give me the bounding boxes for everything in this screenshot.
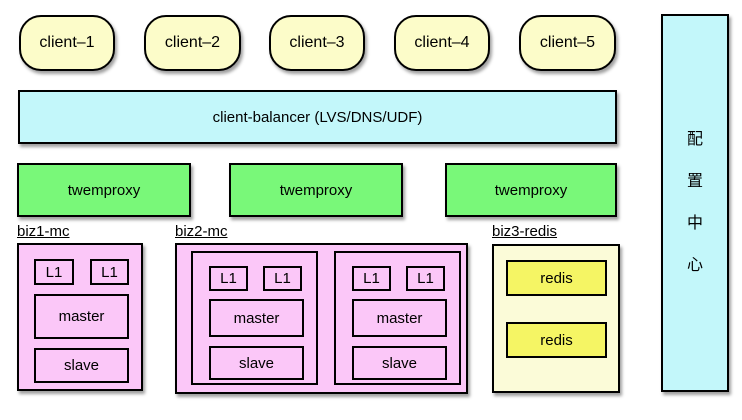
twemproxy-node-3: twemproxy [445,163,617,217]
client-balancer-node: client-balancer (LVS/DNS/UDF) [18,90,617,144]
slave-label: slave [381,354,418,372]
l1-label: L1 [45,263,63,281]
client-label: client–3 [289,34,345,51]
biz1-mc-group: L1 L1 master slave [17,243,143,391]
biz2-mc-group: L1 L1 master slave L1 L1 master sla [175,243,468,394]
l1-label: L1 [101,263,118,281]
master-label: master [233,309,280,327]
config-center-panel: 配 置 中 心 [661,14,729,392]
master-node: master [352,299,447,337]
redis-label: redis [540,269,573,287]
twemproxy-node-2: twemproxy [229,163,403,217]
client-node-1: client–1 [19,15,115,71]
config-center-char: 配 [686,131,703,148]
master-node: master [209,299,304,337]
config-center-char: 心 [686,257,703,274]
l1-label: L1 [274,270,291,287]
slave-node: slave [34,348,129,383]
l1-cache-node: L1 [263,266,302,291]
client-label: client–5 [539,34,596,51]
master-node: master [34,294,129,339]
l1-label: L1 [417,270,434,287]
master-label: master [376,309,423,327]
twemproxy-label: twemproxy [494,181,568,199]
twemproxy-label: twemproxy [279,181,353,199]
slave-node: slave [209,346,304,380]
client-label: client–4 [414,34,470,51]
l1-cache-node: L1 [90,259,129,285]
l1-cache-node: L1 [209,266,248,291]
twemproxy-node-1: twemproxy [17,163,191,217]
twemproxy-label: twemproxy [67,181,141,199]
client-balancer-label: client-balancer (LVS/DNS/UDF) [212,108,423,126]
slave-label: slave [63,357,100,374]
biz2-mc-label: biz2-mc [175,223,228,240]
biz3-redis-group: redis redis [492,244,620,393]
l1-cache-node: L1 [34,259,74,285]
redis-node-2: redis [506,322,607,358]
master-label: master [58,308,105,325]
config-center-char: 置 [686,173,703,190]
redis-label: redis [540,331,573,349]
slave-label: slave [238,354,275,372]
mc-shard-2: L1 L1 master slave [334,251,461,385]
client-node-3: client–3 [269,15,365,71]
l1-label: L1 [220,270,237,287]
l1-label: L1 [363,270,380,287]
mc-shard-1: L1 L1 master slave [191,251,318,385]
redis-node-1: redis [506,260,607,296]
client-label: client–2 [164,34,221,51]
biz3-redis-label: biz3-redis [492,223,558,240]
client-label: client–1 [39,34,95,51]
client-node-5: client–5 [519,15,616,71]
config-center-char: 中 [686,215,703,232]
client-node-2: client–2 [144,15,241,71]
client-node-4: client–4 [394,15,490,71]
biz1-mc-label: biz1-mc [17,223,70,240]
l1-cache-node: L1 [352,266,391,291]
slave-node: slave [352,346,447,380]
l1-cache-node: L1 [406,266,445,291]
